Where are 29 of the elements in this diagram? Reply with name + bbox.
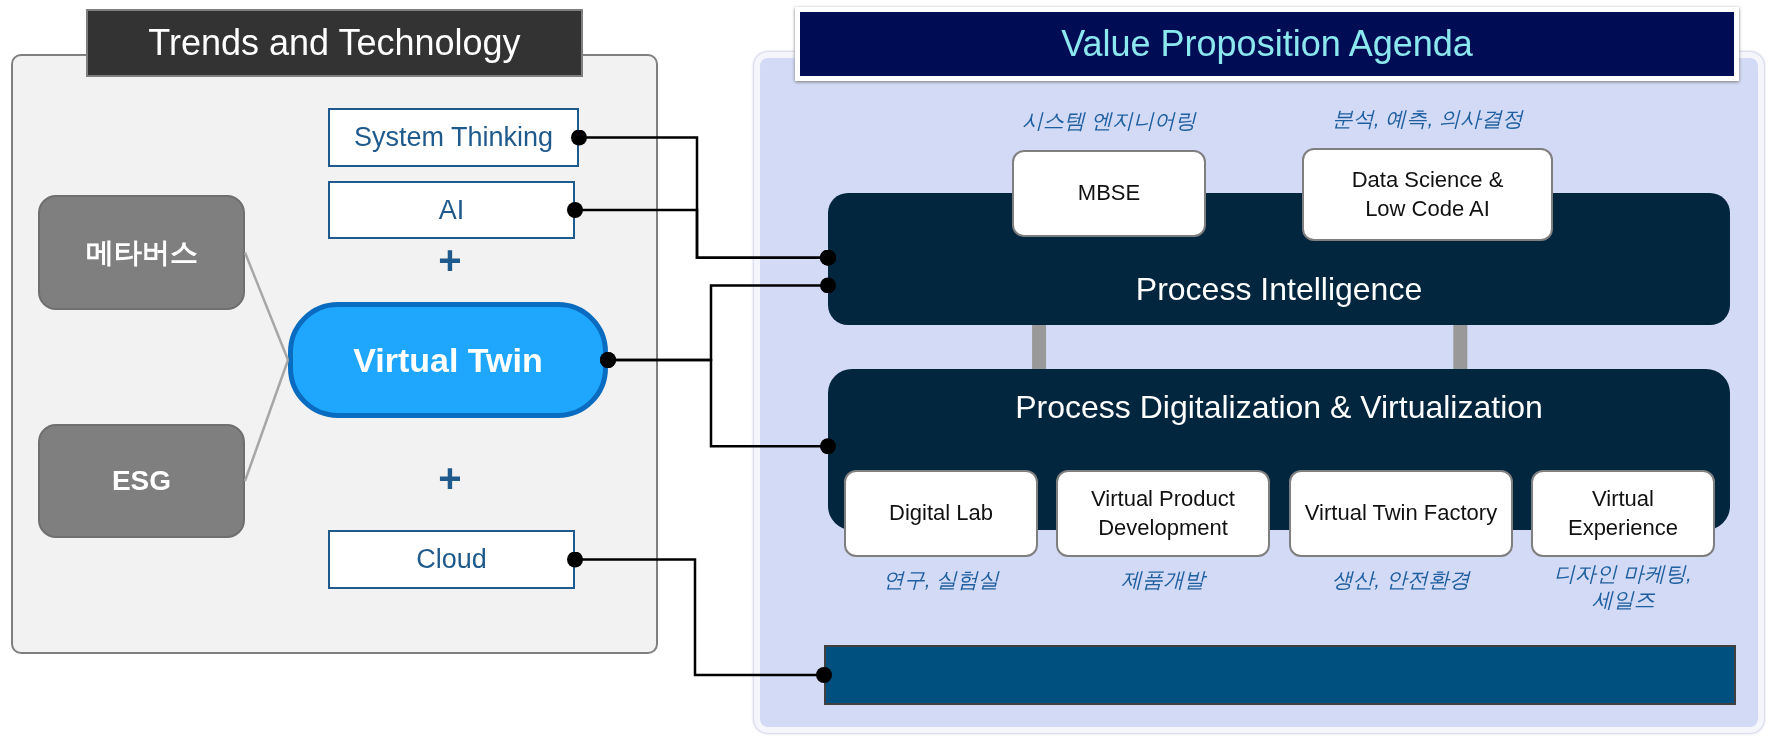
caption-text: 연구, 실험실 — [881, 567, 1001, 593]
topic-box: ESG — [38, 424, 245, 538]
topic-box: 메타버스 — [38, 195, 245, 310]
highlight-box: Virtual Twin — [288, 302, 608, 418]
capability-box: Virtual Product Development — [1056, 470, 1270, 557]
technology-box: Cloud — [328, 530, 575, 589]
capability-box: MBSE — [1012, 150, 1206, 237]
title-tab: Trends and Technology — [86, 9, 583, 77]
connector-line — [567, 551, 832, 683]
connector-line — [243, 359, 290, 482]
capability-box: Digital Lab — [844, 470, 1038, 557]
connector-line — [600, 352, 836, 455]
plus-sign: + — [437, 238, 463, 282]
connector-bar — [1032, 325, 1047, 369]
caption-text: 제품개발 — [1120, 567, 1208, 593]
bar — [824, 645, 1736, 705]
plus-sign: + — [437, 456, 463, 500]
capability-box: Data Science & Low Code AI — [1302, 148, 1553, 241]
caption-text: 디자인 마케팅, 세일즈 — [1553, 561, 1693, 614]
technology-box: AI — [328, 181, 575, 239]
connector-line — [567, 202, 836, 266]
capability-box: Virtual Twin Factory — [1289, 470, 1513, 557]
connector-bar — [1453, 325, 1468, 369]
caption-text: 시스템 엔지니어링 — [1021, 108, 1198, 134]
caption-text: 생산, 안전환경 — [1331, 567, 1472, 593]
technology-box: System Thinking — [328, 108, 579, 167]
caption-text: 분석, 예측, 의사결정 — [1330, 106, 1525, 132]
capability-box: Virtual Experience — [1531, 470, 1715, 557]
connector-line — [243, 252, 290, 361]
